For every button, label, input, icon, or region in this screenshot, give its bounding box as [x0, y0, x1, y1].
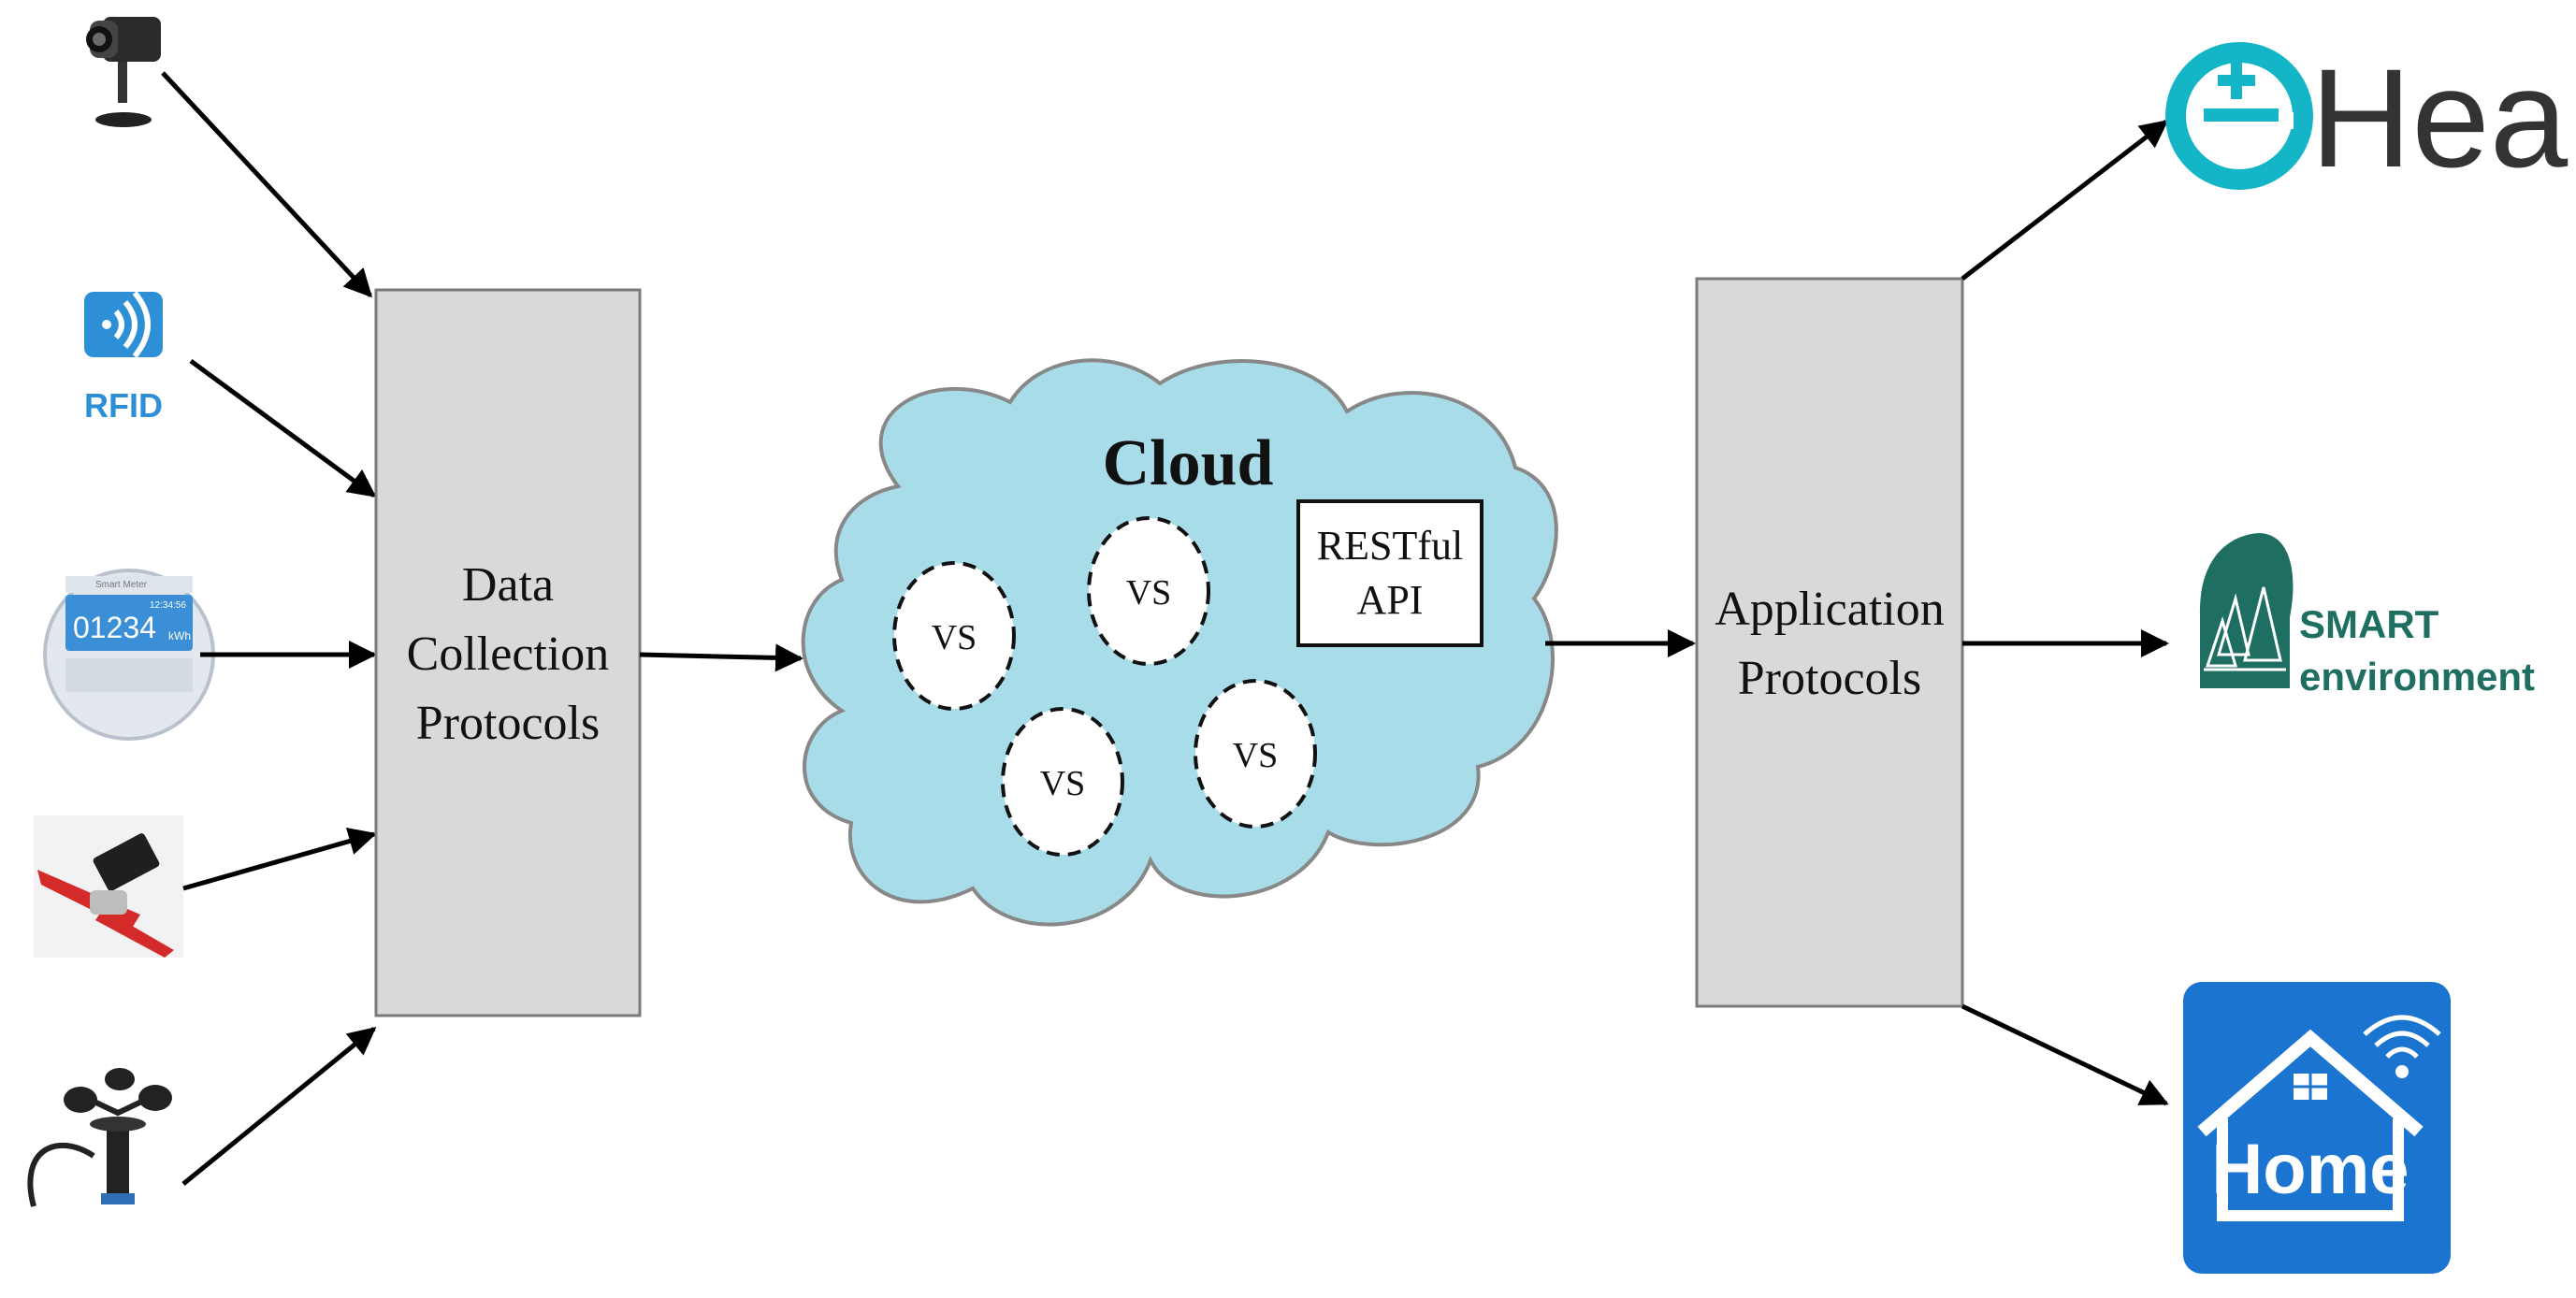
- vs-node: VS: [1194, 679, 1317, 829]
- fan-sensor-icon: [34, 815, 183, 958]
- arrow-anemometer: [181, 1027, 377, 1186]
- application-line-2: Protocols: [1738, 652, 1921, 705]
- api-line-1: RESTful: [1317, 523, 1463, 569]
- collection-line-3: Protocols: [416, 697, 600, 750]
- tree-logo-icon: SMART environment: [2199, 533, 2535, 699]
- application-line-1: Application: [1715, 583, 1945, 636]
- anemometer-icon: [27, 1068, 172, 1207]
- data-collection-box: Data Collection Protocols: [374, 288, 642, 1017]
- ehealth-text: Health: [2310, 39, 2576, 196]
- vs-label-3: VS: [1040, 764, 1086, 803]
- input-arrows: [161, 71, 377, 1186]
- smart-home-icon: Home: [2183, 982, 2451, 1274]
- arrow-camera: [161, 71, 373, 298]
- restful-api-box: RESTful API: [1296, 499, 1483, 647]
- meter-reading: 01234: [73, 611, 156, 644]
- output-arrows: [1961, 120, 2169, 1106]
- smart-env-line-1: SMART: [2299, 602, 2439, 646]
- security-camera-icon: [86, 17, 161, 127]
- api-line-2: API: [1357, 577, 1424, 623]
- arrow-to-ehealth: [1961, 120, 2169, 281]
- arrow-rfid: [189, 358, 377, 498]
- vs-node: VS: [892, 561, 1016, 711]
- cloud: Cloud VS VS VS VS RESTful API: [801, 358, 1558, 927]
- vs-label-2: VS: [1126, 573, 1172, 613]
- vs-label-4: VS: [1233, 736, 1279, 775]
- application-protocols-box: Application Protocols: [1695, 277, 1964, 1008]
- meter-time: 12:34:56: [150, 600, 186, 611]
- collection-line-1: Data: [462, 558, 554, 612]
- vs-node: VS: [1087, 516, 1210, 666]
- arrow-to-home: [1961, 1003, 2169, 1106]
- meter-brand: Smart Meter: [95, 580, 148, 590]
- ehealth-logo-icon: Health: [2165, 39, 2576, 196]
- cloud-title: Cloud: [1103, 427, 1274, 499]
- smart-meter-icon: Smart Meter 12:34:56 01234 kWh: [43, 569, 215, 741]
- rfid-icon: RFID: [84, 291, 163, 425]
- vs-label-1: VS: [932, 618, 977, 657]
- vs-node: VS: [1001, 707, 1124, 857]
- smart-env-line-2: environment: [2299, 655, 2535, 699]
- collection-line-2: Collection: [407, 627, 610, 681]
- rfid-label: RFID: [84, 386, 163, 425]
- meter-unit: kWh: [168, 629, 191, 642]
- home-text: Home: [2211, 1130, 2409, 1209]
- arrow-collection-to-cloud: [639, 643, 803, 672]
- arrow-fan: [182, 827, 377, 891]
